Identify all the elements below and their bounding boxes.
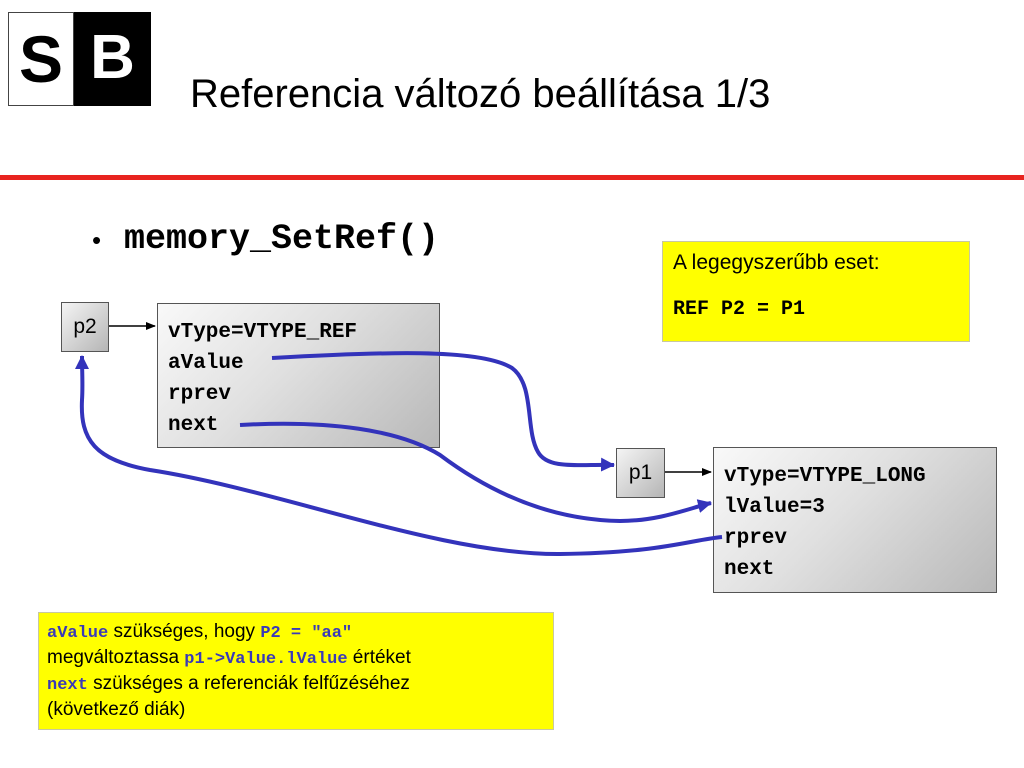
long-field-rprev: rprev <box>724 527 788 550</box>
object-ref-box: vType=VTYPE_REF aValue rprev next <box>157 303 440 448</box>
note-line-3-text: szükséges a referenciák felfűzéséhez <box>87 673 410 694</box>
function-name: memory_SetRef() <box>124 219 440 259</box>
note-line-1: aValue szükséges, hogy P2 = ″aa″ <box>47 620 545 646</box>
pointer-p2: p2 <box>61 302 109 352</box>
ref-field-avalue: aValue <box>168 352 244 375</box>
ref-field-vtype: vType=VTYPE_REF <box>168 321 358 344</box>
note-simplest-case-code: REF P2 = P1 <box>673 298 806 321</box>
note-line-4: (következő diák) <box>47 699 186 720</box>
object-long-box: vType=VTYPE_LONG lValue=3 rprev next <box>713 447 997 593</box>
note-line-1-text: szükséges, hogy <box>108 621 261 642</box>
note-simplest-case-label: A legegyszerűbb eset: <box>673 251 880 274</box>
logo-b-box: B <box>74 12 151 106</box>
ref-field-rprev: rprev <box>168 383 232 406</box>
logo-s-box: S <box>8 12 74 106</box>
note-line-2-text: megváltoztassa <box>47 647 185 668</box>
slide-title: Referencia változó beállítása 1/3 <box>190 72 771 116</box>
note-line-2-text2: értéket <box>347 647 411 668</box>
ref-field-next: next <box>168 414 219 437</box>
code-p2-assign: P2 = ″aa″ <box>260 624 353 643</box>
note-explanation: aValue szükséges, hogy P2 = ″aa″ megvált… <box>38 612 554 730</box>
note-line-2: megváltoztassa p1->Value.lValue értéket <box>47 646 545 672</box>
long-field-vtype: vType=VTYPE_LONG <box>724 465 926 488</box>
bullet-marker: • <box>92 225 102 255</box>
pointer-p1: p1 <box>616 448 665 498</box>
code-lvalue: p1->Value.lValue <box>184 650 348 669</box>
long-field-lvalue: lValue=3 <box>724 496 825 519</box>
note-line-3: next szükséges a referenciák felfűzéséhe… <box>47 672 545 698</box>
long-field-next: next <box>724 558 775 581</box>
code-next: next <box>47 676 88 695</box>
title-divider <box>0 175 1024 180</box>
note-simplest-case: A legegyszerűbb eset: REF P2 = P1 <box>662 241 970 342</box>
code-avalue: aValue <box>47 624 109 643</box>
